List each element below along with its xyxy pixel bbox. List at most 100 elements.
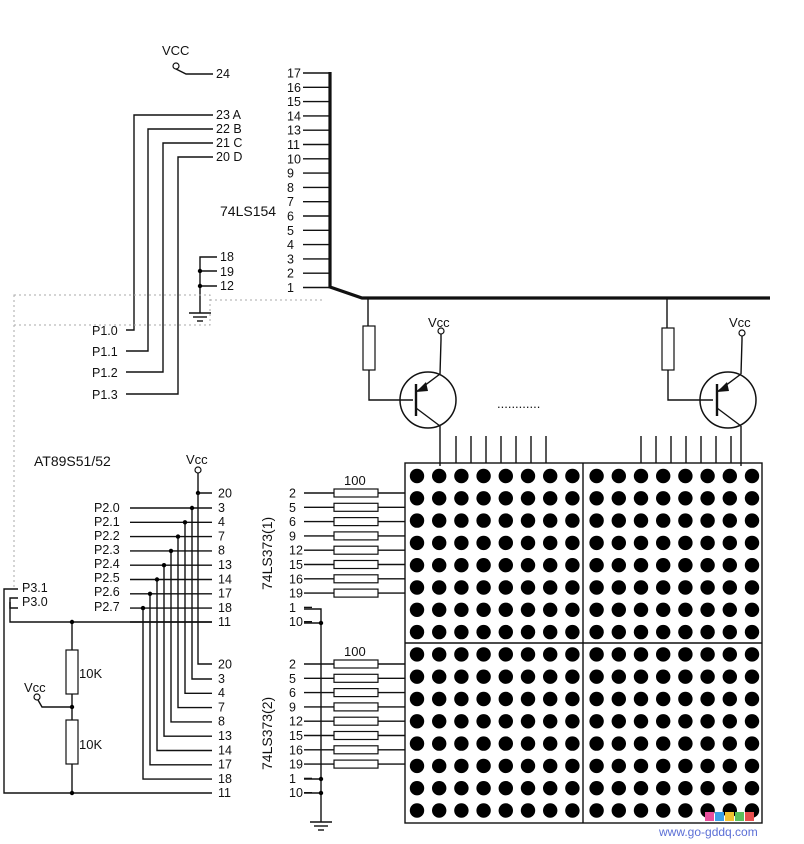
led-dot: [476, 580, 491, 595]
led-dot: [611, 669, 626, 684]
led-dot: [678, 535, 693, 551]
decoder-pin-18: 18: [220, 250, 234, 264]
led-dot: [476, 535, 491, 551]
decoder-ground: [189, 256, 217, 322]
latch2-chip-label: 74LS373(2): [259, 697, 275, 770]
led-dot: [476, 558, 491, 573]
led-dot: [633, 691, 649, 707]
led-dot: [409, 513, 425, 528]
latch-output-pin-label: 5: [289, 672, 296, 686]
p3-divider: Vcc 10K 10K: [3, 588, 212, 796]
row-resistor: [333, 531, 379, 541]
decoder-pin-19: 19: [220, 265, 234, 279]
latch-output-pin-label: 2: [289, 487, 296, 501]
led-dot: [543, 558, 558, 573]
led-dot: [722, 714, 737, 729]
led-dot: [520, 647, 536, 662]
decoder-output-label: 9: [287, 167, 294, 181]
led-dot: [611, 781, 626, 796]
led-dot: [633, 803, 649, 818]
row-resistor: [333, 716, 379, 726]
led-dot: [678, 647, 693, 662]
led-dot: [722, 758, 737, 774]
led-dot: [409, 781, 425, 796]
led-dot: [432, 758, 447, 774]
led-dot: [722, 736, 737, 751]
led-dot: [432, 714, 447, 729]
led-dot: [589, 803, 604, 818]
led-dot: [409, 758, 425, 774]
led-dot: [454, 736, 469, 751]
resistor-10k-top: [65, 649, 79, 695]
led-dot: [543, 714, 558, 729]
led-dot: [722, 535, 737, 551]
led-dot: [744, 669, 760, 684]
latch-input-pin-label: 3: [218, 672, 225, 686]
led-dot: [454, 624, 469, 640]
led-dot: [722, 558, 737, 573]
led-dot: [722, 647, 737, 662]
p2-1-label: P2.1: [94, 515, 120, 529]
led-dot: [656, 535, 671, 551]
row-resistor: [333, 502, 379, 512]
p1-2-label: P1.2: [92, 366, 118, 380]
latch-output-pin-label: 12: [289, 544, 303, 558]
vcc-label-q2: Vcc: [729, 315, 751, 330]
row-res-label-top: 100: [344, 473, 366, 488]
base-resistor-right: [661, 327, 675, 371]
junction-dot: [182, 520, 188, 525]
led-dot: [611, 624, 626, 640]
led-dot: [633, 669, 649, 684]
led-dot: [498, 647, 513, 662]
p3-1-label: P3.1: [22, 581, 48, 595]
ellipsis-more-transistors: ............: [497, 396, 540, 411]
led-dot: [633, 624, 649, 640]
led-dot: [432, 491, 447, 506]
latch-input-pin-label: 18: [218, 601, 232, 615]
decoder-output-label: 5: [287, 224, 294, 238]
latch-output-pin-label: 9: [289, 700, 296, 714]
led-dot: [520, 803, 536, 818]
led-dot: [476, 714, 491, 729]
led-dot: [454, 647, 469, 662]
led-dot: [722, 513, 737, 528]
led-dot: [476, 647, 491, 662]
led-dot: [565, 803, 580, 818]
port2-data-bus: [130, 505, 212, 780]
led-dot: [565, 736, 580, 751]
led-dot: [476, 602, 491, 617]
led-dot: [454, 781, 469, 796]
led-dot: [611, 647, 626, 662]
led-dot: [454, 758, 469, 774]
led-dot: [520, 580, 536, 595]
led-dot: [476, 491, 491, 506]
led-dot: [476, 513, 491, 528]
led-dot: [432, 535, 447, 551]
latch-output-pin-label: 12: [289, 715, 303, 729]
led-dot: [543, 580, 558, 595]
led-dot: [454, 558, 469, 573]
led-dot: [589, 669, 604, 684]
latch-input-pin-label: 7: [218, 529, 225, 543]
label-10k-top: 10K: [79, 666, 102, 681]
decoder-output-label: 2: [287, 267, 294, 281]
led-dot: [498, 535, 513, 551]
led-dot: [498, 624, 513, 640]
led-dot: [656, 758, 671, 774]
led-dot: [498, 491, 513, 506]
led-dot: [611, 758, 626, 774]
led-dot: [611, 558, 626, 573]
led-dot: [678, 558, 693, 573]
port2-branch: [142, 608, 212, 780]
latch-input-pin-label: 4: [218, 686, 225, 700]
p2-6-label: P2.6: [94, 585, 120, 599]
led-dot: [543, 736, 558, 751]
led-dot: [678, 468, 693, 484]
decoder-output-label: 11: [287, 138, 300, 152]
base-resistor-left: [362, 325, 376, 371]
latch-input-pin-label: 4: [218, 515, 225, 529]
latch-output-pin-label: 9: [289, 529, 296, 543]
junction-dot: [175, 534, 181, 539]
